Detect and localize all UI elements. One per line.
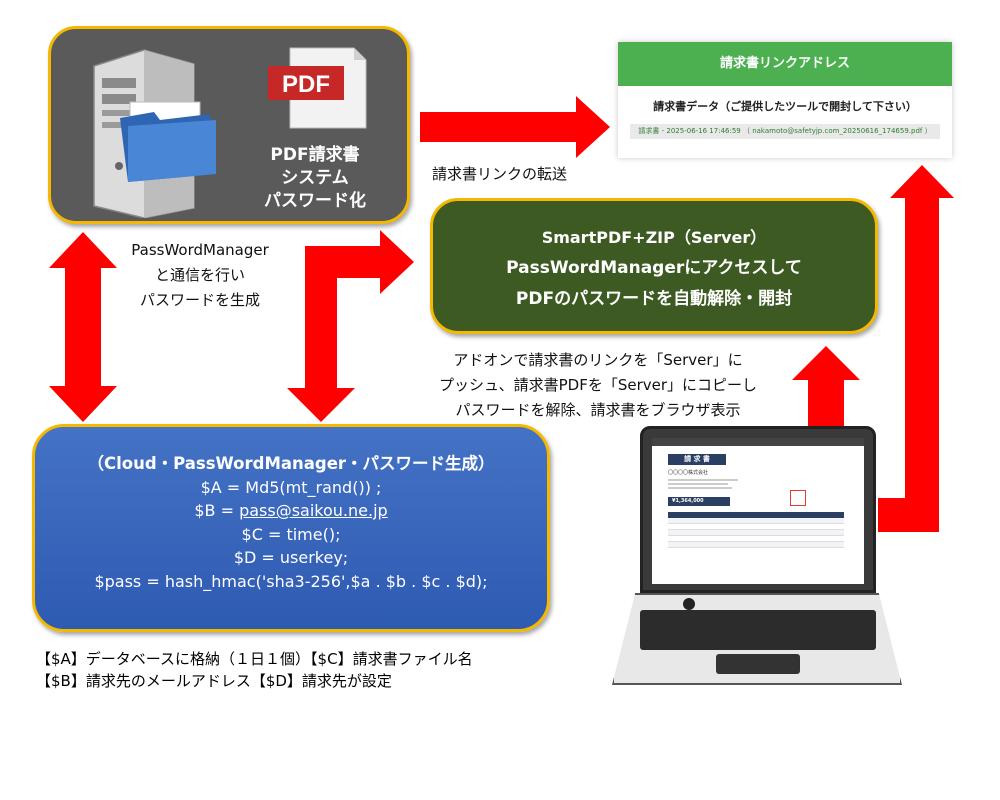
smartpdf-server-box: [430, 198, 878, 334]
pdf-icon-label: PDF: [282, 71, 330, 98]
pwm-caption-line-3: パスワードを生成: [139, 291, 260, 309]
smart-line-2: PassWordManagerにアクセスして: [506, 258, 802, 278]
webcam-icon: [683, 598, 695, 610]
cloud-title: （Cloud・PassWordManager・パスワード生成）: [87, 454, 495, 473]
smart-line-1: SmartPDF+ZIP（Server）: [541, 228, 767, 247]
transfer-caption: 請求書リンクの転送: [432, 165, 568, 183]
pdf-viewer-toolbar: [652, 438, 864, 446]
pwm-caption-line-1: PassWordManager: [131, 241, 269, 259]
cloud-line-c: $C = time();: [241, 524, 341, 544]
smart-box-text: SmartPDF+ZIP（Server） PassWordManagerにアクセ…: [430, 222, 878, 315]
invoice-link[interactable]: 請求書 - 2025-06-16 17:46:59 （ nakamoto@saf…: [630, 124, 940, 139]
addon-caption-line-2: プッシュ、請求書PDFを「Server」にコピーし: [438, 376, 758, 394]
arrow-laptop-to-smart: [792, 346, 860, 426]
cloud-line-a: $A = Md5(mt_rand()) ;: [200, 477, 382, 497]
laptop-screen: 請 求 書 〇〇〇〇株式会社 ¥1,364,000: [652, 438, 864, 584]
cloud-email-link[interactable]: pass@saikou.ne.jp: [239, 501, 388, 520]
arrow-server-cloud-bidirectional: [49, 232, 117, 422]
server-box-text: PDF請求書 システム パスワード化: [240, 144, 390, 213]
seal-stamp-icon: [790, 490, 806, 506]
email-subject: 請求書データ（ご提供したツールで開封して下さい）: [653, 100, 917, 113]
server-line-2: システム: [281, 168, 349, 188]
invoice-amount: ¥1,364,000: [668, 497, 730, 506]
legend-line-2: 【$B】請求先のメールアドレス【$D】請求先が設定: [36, 672, 392, 690]
legend-line-1: 【$A】データベースに格納（１日１個）【$C】請求書ファイル名: [36, 650, 473, 668]
addon-caption-line-3: パスワードを解除、請求書をブラウザ表示: [455, 401, 741, 419]
laptop-keyboard-icon: [640, 610, 876, 650]
server-line-1: PDF請求書: [270, 145, 360, 165]
pwm-caption: PassWordManager と通信を行い パスワードを生成: [110, 238, 290, 313]
cloud-box-text: （Cloud・PassWordManager・パスワード生成） $A = Md5…: [32, 452, 550, 593]
email-header: 請求書リンクアドレス: [618, 42, 952, 86]
arrow-laptop-to-email: [878, 165, 954, 532]
invoice-company: 〇〇〇〇株式会社: [668, 470, 709, 476]
pwm-caption-line-2: と通信を行い: [154, 266, 245, 284]
invoice-title: 請 求 書: [668, 454, 726, 465]
arrow-server-to-email: [420, 96, 610, 158]
legend: 【$A】データベースに格納（１日１個）【$C】請求書ファイル名 【$B】請求先の…: [36, 648, 473, 692]
laptop-touchpad: [716, 654, 800, 674]
cloud-line-pass: $pass = hash_hmac('sha3-256',$a . $b . $…: [94, 571, 488, 591]
cloud-line-b-prefix: $B =: [194, 501, 240, 520]
addon-caption: アドオンで請求書のリンクを「Server」に プッシュ、請求書PDFを「Serv…: [392, 348, 804, 423]
addon-caption-line-1: アドオンで請求書のリンクを「Server」に: [453, 351, 743, 369]
cloud-password-manager-box: [32, 424, 550, 632]
folder-icon: [120, 101, 216, 182]
smart-line-3: PDFのパスワードを自動解除・開封: [515, 289, 793, 309]
server-line-3: パスワード化: [264, 191, 366, 211]
arrow-cloud-to-smart: [287, 230, 414, 422]
cloud-line-d: $D = userkey;: [233, 548, 349, 567]
pdf-file-icon: PDF: [268, 47, 367, 129]
cloud-line-b: $B = pass@saikou.ne.jp: [32, 499, 550, 523]
